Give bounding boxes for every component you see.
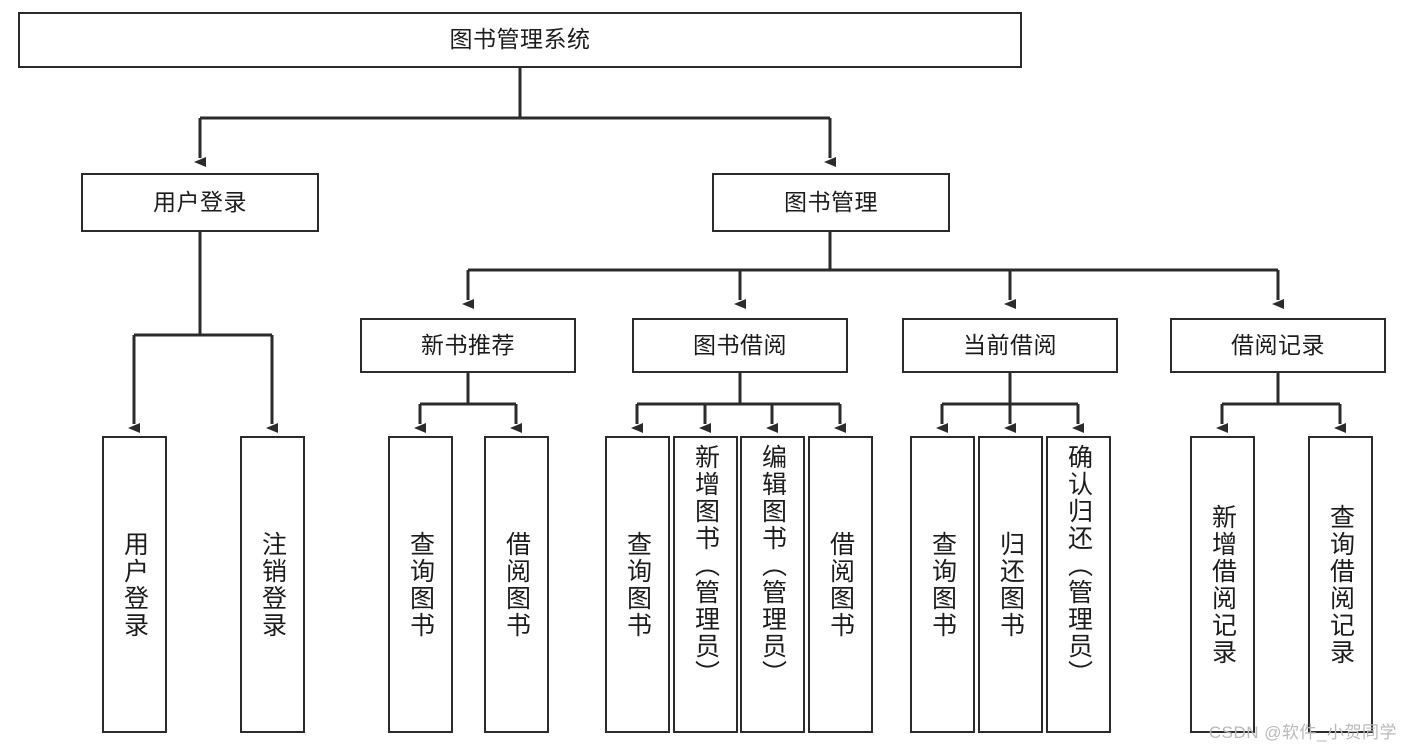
node-borrow-record[interactable]: 借阅记录 [1170, 318, 1386, 373]
node-new-book-rec[interactable]: 新书推荐 [360, 318, 576, 373]
node-leaf-borrow-book-1[interactable]: 借阅图书 [484, 436, 549, 733]
node-leaf-edit-book-label: 编辑图书（管理员） [758, 444, 787, 687]
node-user-login[interactable]: 用户登录 [81, 173, 319, 232]
node-new-book-rec-label: 新书推荐 [421, 331, 515, 358]
node-current-borrow[interactable]: 当前借阅 [902, 318, 1118, 373]
node-leaf-query-record[interactable]: 查询借阅记录 [1308, 436, 1373, 733]
node-leaf-edit-book[interactable]: 编辑图书（管理员） [740, 436, 805, 733]
node-book-manage[interactable]: 图书管理 [712, 173, 950, 232]
node-leaf-return-book[interactable]: 归还图书 [978, 436, 1043, 733]
node-leaf-add-book[interactable]: 新增图书（管理员） [673, 436, 738, 733]
node-leaf-confirm-return-label: 确认归还（管理员） [1064, 444, 1093, 687]
node-leaf-logout-label: 注销登录 [258, 530, 287, 639]
node-leaf-add-book-label: 新增图书（管理员） [691, 444, 720, 687]
node-root[interactable]: 图书管理系统 [18, 12, 1022, 68]
node-leaf-query-book-1-label: 查询图书 [406, 530, 435, 639]
node-leaf-user-login-label: 用户登录 [120, 530, 149, 639]
node-leaf-query-book-3-label: 查询图书 [928, 530, 957, 639]
node-leaf-user-login[interactable]: 用户登录 [102, 436, 167, 733]
node-user-login-label: 用户登录 [153, 188, 247, 215]
node-book-borrow[interactable]: 图书借阅 [632, 318, 848, 373]
node-leaf-confirm-return[interactable]: 确认归还（管理员） [1046, 436, 1111, 733]
node-leaf-borrow-book-2[interactable]: 借阅图书 [808, 436, 873, 733]
node-borrow-record-label: 借阅记录 [1231, 331, 1325, 358]
node-current-borrow-label: 当前借阅 [963, 331, 1057, 358]
node-leaf-query-book-3[interactable]: 查询图书 [910, 436, 975, 733]
node-leaf-return-book-label: 归还图书 [996, 530, 1025, 639]
node-leaf-borrow-book-1-label: 借阅图书 [502, 530, 531, 639]
node-book-borrow-label: 图书借阅 [693, 331, 787, 358]
node-leaf-query-record-label: 查询借阅记录 [1326, 503, 1355, 666]
node-root-label: 图书管理系统 [449, 26, 591, 53]
node-book-manage-label: 图书管理 [784, 188, 878, 215]
node-leaf-add-record[interactable]: 新增借阅记录 [1190, 436, 1255, 733]
node-leaf-query-book-2-label: 查询图书 [623, 530, 652, 639]
csdn-watermark: CSDN @软件_小贺同学 [1208, 723, 1397, 742]
node-leaf-query-book-2[interactable]: 查询图书 [605, 436, 670, 733]
node-leaf-logout[interactable]: 注销登录 [240, 436, 305, 733]
node-leaf-borrow-book-2-label: 借阅图书 [826, 530, 855, 639]
node-leaf-query-book-1[interactable]: 查询图书 [388, 436, 453, 733]
node-leaf-add-record-label: 新增借阅记录 [1208, 503, 1237, 666]
